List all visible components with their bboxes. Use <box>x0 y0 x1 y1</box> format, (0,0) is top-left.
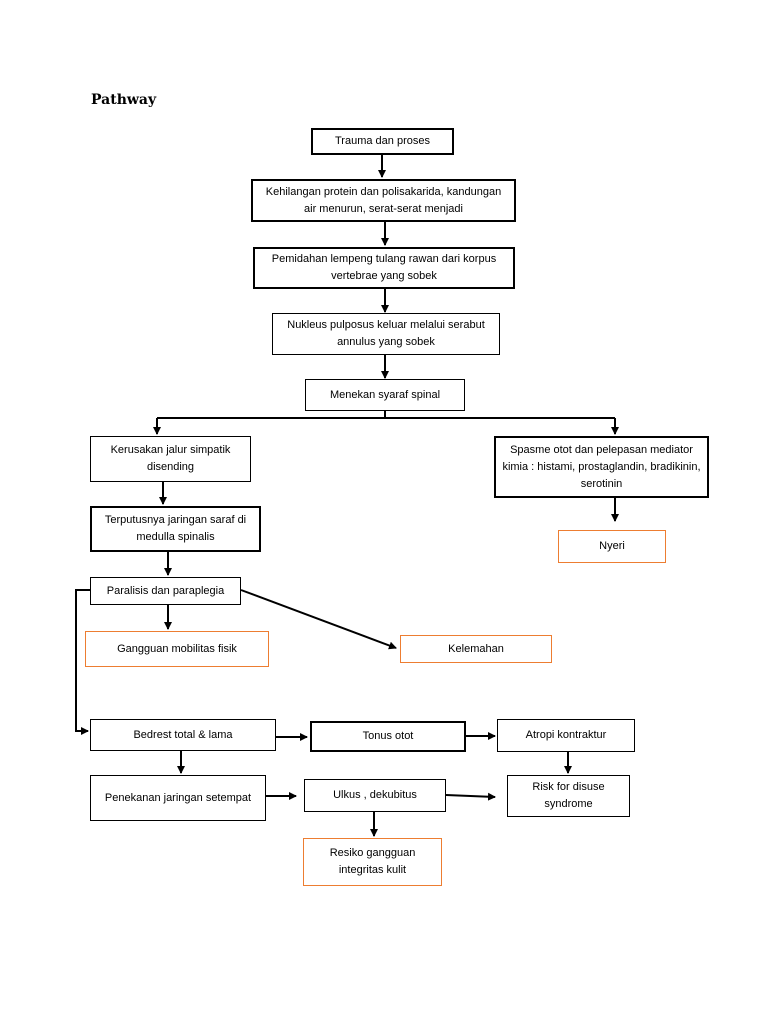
diagnosis-nyeri: Nyeri <box>558 530 666 563</box>
arrow-paralisis-bedrest <box>75 589 90 735</box>
node-paralisis: Paralisis dan paraplegia <box>90 577 241 605</box>
arrow-paralisis-kelemahan <box>240 589 397 650</box>
node-terputusnya: Terputusnya jaringan saraf di medulla sp… <box>90 506 261 552</box>
arrow-ulkus-risk <box>445 792 496 801</box>
node-nukleus: Nukleus pulposus keluar melalui serabut … <box>272 313 500 355</box>
node-spasme: Spasme otot dan pelepasan mediator kimia… <box>494 436 709 498</box>
diagnosis-kelemahan: Kelemahan <box>400 635 552 663</box>
node-ulkus: Ulkus , dekubitus <box>304 779 446 812</box>
node-pemidahan: Pemidahan lempeng tulang rawan dari korp… <box>253 247 515 289</box>
node-menekan: Menekan syaraf spinal <box>305 379 465 411</box>
node-penekanan: Penekanan jaringan setempat <box>90 775 266 821</box>
node-trauma: Trauma dan proses <box>311 128 454 155</box>
diagnosis-resiko: Resiko gangguan integritas kulit <box>303 838 442 886</box>
node-kerusakan: Kerusakan jalur simpatik disending <box>90 436 251 482</box>
node-tonus: Tonus otot <box>310 721 466 752</box>
page-title: Pathway <box>91 92 157 108</box>
diagnosis-gangguan-mobilitas: Gangguan mobilitas fisik <box>85 631 269 667</box>
node-atropi: Atropi kontraktur <box>497 719 635 752</box>
node-kehilangan: Kehilangan protein dan polisakarida, kan… <box>251 179 516 222</box>
node-bedrest: Bedrest total & lama <box>90 719 276 751</box>
node-risk: Risk for disuse syndrome <box>507 775 630 817</box>
